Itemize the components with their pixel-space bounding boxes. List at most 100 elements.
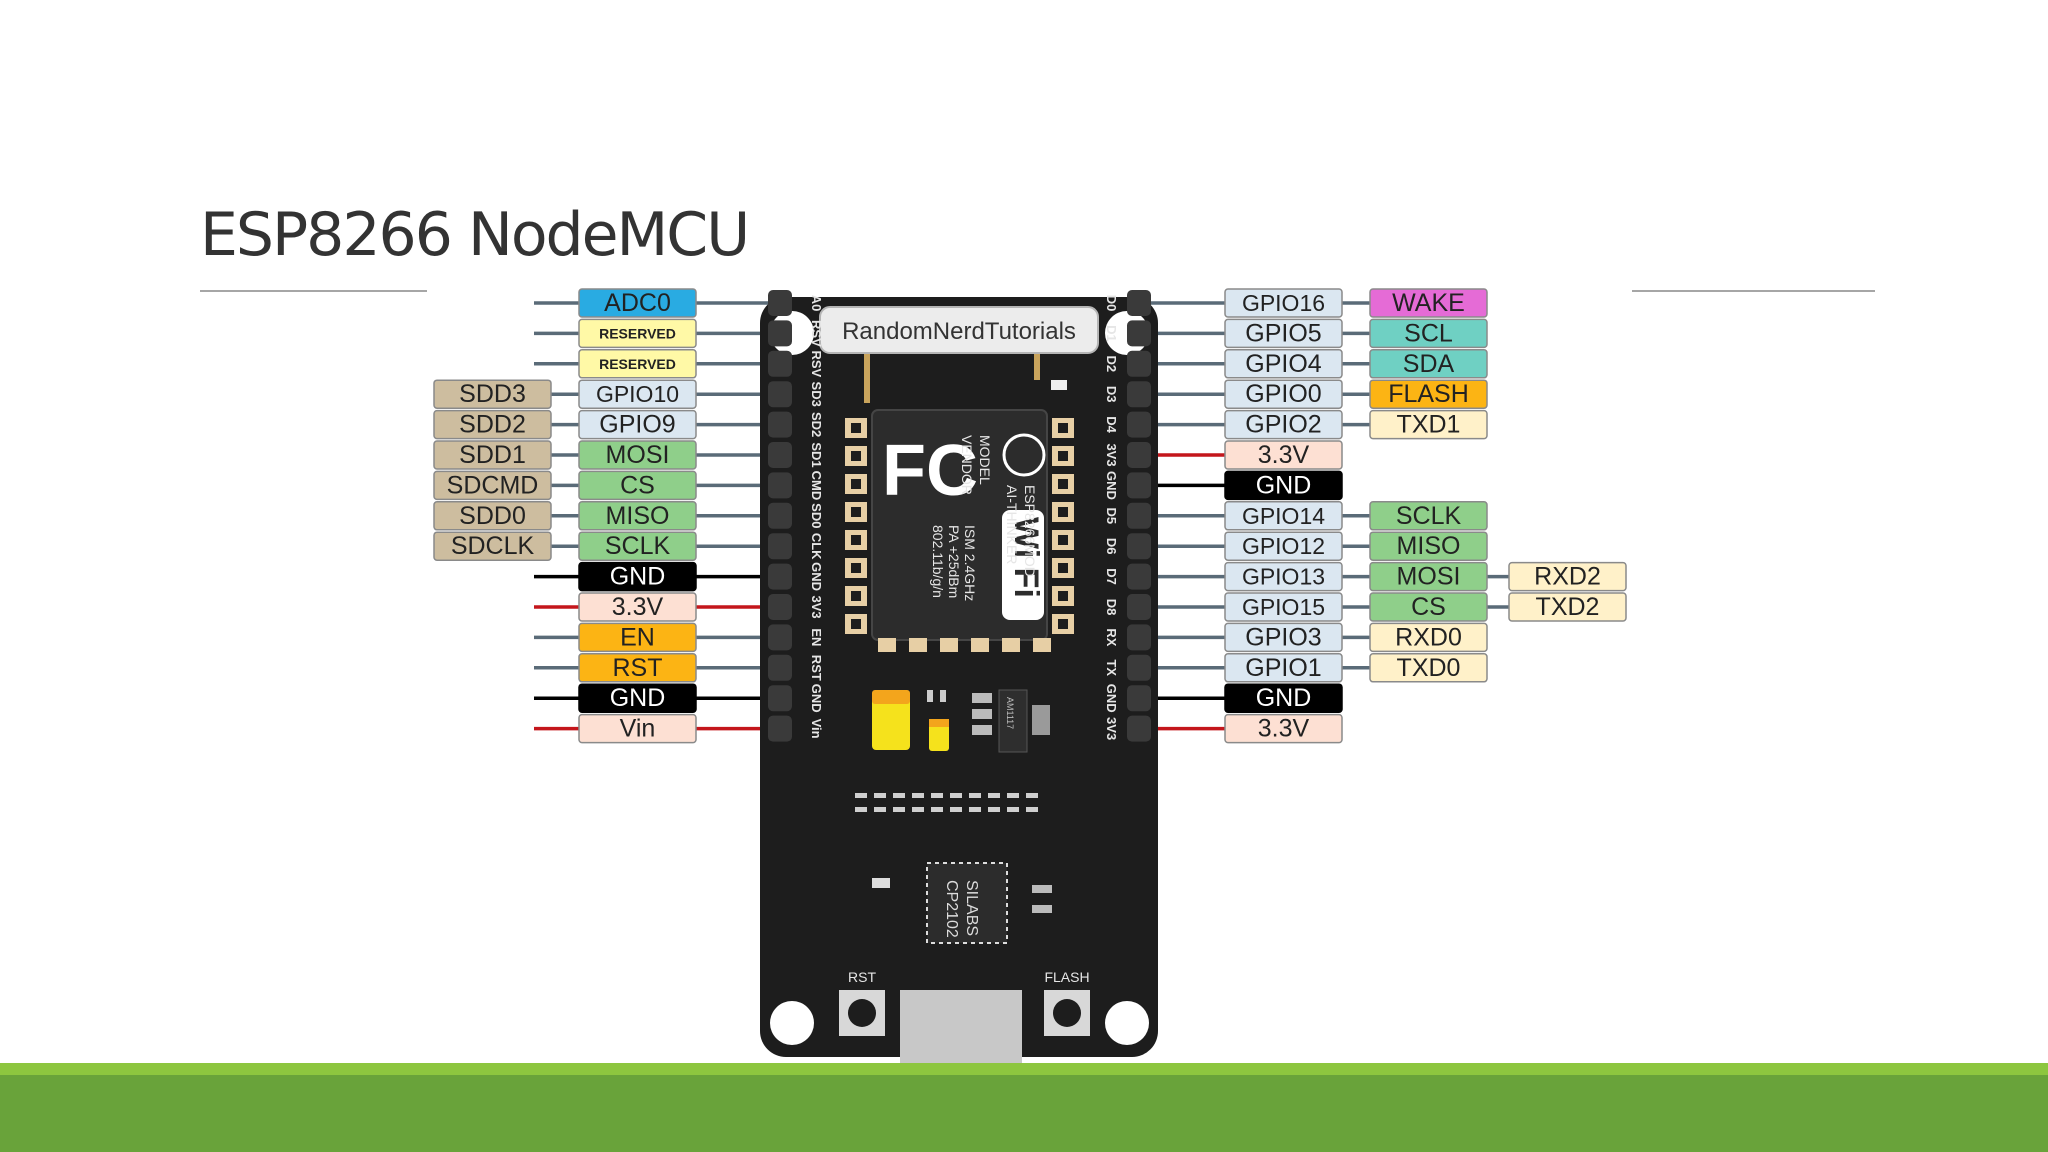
smd-transistor	[1032, 905, 1052, 913]
header-pin-left-4	[768, 411, 792, 438]
pin-right-14-0-text: 3.3V	[1258, 715, 1310, 743]
pin-left-11: EN	[578, 622, 697, 653]
silkscreen-left-10: 3V3	[809, 595, 824, 618]
module-bottom-pad	[1002, 638, 1020, 652]
module-text-5: ESP8266MOD	[1022, 485, 1038, 577]
silkscreen-left-7: SD0	[809, 503, 824, 528]
pin-left-outer-3-text: SDD3	[459, 380, 526, 408]
pin-right-14-0: 3.3V	[1224, 713, 1343, 744]
pin-right-7-0-box	[1224, 501, 1343, 531]
pin-right-10-2-text: TXD2	[1536, 593, 1600, 621]
slide-title: ESP8266 NodeMCU	[200, 200, 750, 270]
silkscreen-right-11: RX	[1104, 628, 1119, 646]
pin-right-2-1: SDA	[1369, 349, 1488, 379]
capacitor-small-band	[929, 719, 949, 727]
silkscreen-right-8: D6	[1104, 538, 1119, 555]
pin-left-outer-3: SDD3	[433, 379, 552, 409]
pin-left-6-box	[578, 470, 697, 501]
esp-module-castellations	[845, 418, 1074, 634]
castellation-hole	[1058, 423, 1068, 433]
pin-left-9-box	[578, 561, 697, 592]
flash-button-cap[interactable]	[1053, 999, 1081, 1027]
pin-left-3: GPIO10	[578, 379, 697, 409]
castellation-hole	[1058, 535, 1068, 545]
pin-left-8-text: SCLK	[605, 532, 671, 560]
pin-right-12-0-text: GPIO1	[1245, 654, 1321, 682]
pin-left-4: GPIO9	[578, 409, 697, 440]
header-pin-right-12	[1127, 654, 1151, 681]
pin-right-3-0: GPIO0	[1224, 379, 1343, 409]
pin-right-9-2-text: RXD2	[1534, 563, 1601, 591]
pin-left-outer-6: SDCMD	[433, 470, 552, 501]
cp2102-usb-chip	[926, 862, 1008, 944]
pin-right-2-0: GPIO4	[1224, 349, 1343, 379]
pin-left-outer-4-box	[433, 409, 552, 440]
pin-left-13-box	[578, 683, 697, 713]
pin-right-9-2-box	[1508, 561, 1627, 592]
rst-button-cap[interactable]	[848, 999, 876, 1027]
castellation-hole	[1058, 479, 1068, 489]
board-dash	[874, 793, 886, 798]
pin-right-0-1-box	[1369, 288, 1488, 318]
brand-badge	[819, 306, 1099, 354]
board-dash	[893, 793, 905, 798]
pin-left-outer-5-text: SDD1	[459, 441, 526, 469]
board-dashed-markings	[855, 793, 1038, 812]
pin-left-7-box	[578, 501, 697, 531]
pin-left-outer-8-text: SDCLK	[451, 532, 535, 560]
header-pin-right-11	[1127, 624, 1151, 651]
module-bottom-pad	[909, 638, 927, 652]
pin-right-1-0-box	[1224, 318, 1343, 349]
pin-right-8-0: GPIO12	[1224, 531, 1343, 561]
pin-left-14-box	[578, 713, 697, 744]
pin-left-3-box	[578, 379, 697, 409]
silkscreen-right-9: D7	[1104, 568, 1119, 585]
pin-left-11-text: EN	[620, 623, 655, 651]
pin-right-12-1-box	[1369, 653, 1488, 683]
pin-left-0: ADC0	[578, 288, 697, 318]
pin-right-0-1-text: WAKE	[1392, 289, 1465, 317]
board-dash	[855, 793, 867, 798]
castellation-hole	[851, 507, 861, 517]
header-pin-right-3	[1127, 381, 1151, 408]
silkscreen-right-12: TX	[1104, 659, 1119, 676]
module-text-2: ISM 2.4GHz	[962, 525, 978, 601]
pin-left-outer-3-box	[433, 379, 552, 409]
board-dash	[874, 807, 886, 812]
pin-left-outer-7-text: SDD0	[459, 502, 526, 530]
pin-right-2-1-text: SDA	[1403, 350, 1455, 378]
header-pin-left-7	[768, 502, 792, 529]
pin-right-1-0: GPIO5	[1224, 318, 1343, 349]
board-dash	[931, 793, 943, 798]
pin-right-9-0: GPIO13	[1224, 561, 1343, 592]
header-pin-left-10	[768, 594, 792, 620]
pin-left-2-text: RESERVED	[599, 356, 676, 372]
silkscreen-right-4: D4	[1104, 416, 1119, 433]
pin-right-8-0-box	[1224, 531, 1343, 561]
pin-right-9-1-box	[1369, 561, 1488, 592]
pin-left-5: MOSI	[578, 440, 697, 470]
pin-right-9-2: RXD2	[1508, 561, 1627, 592]
silkscreen-right-1: D1	[1104, 325, 1119, 342]
pin-left-0-box	[578, 288, 697, 318]
module-text-4: 802.11b/g/n	[930, 525, 946, 598]
pin-right-4-0-box	[1224, 409, 1343, 440]
smd-diode	[972, 693, 992, 703]
pin-right-1-0-text: GPIO5	[1245, 319, 1321, 347]
header-pin-right-13	[1127, 685, 1151, 712]
pin-left-4-box	[578, 409, 697, 440]
pin-right-0-0: GPIO16	[1224, 288, 1343, 318]
pin-right-7-0: GPIO14	[1224, 501, 1343, 531]
silkscreen-left-3: SD3	[809, 382, 824, 407]
module-text-0: MODEL	[977, 435, 993, 485]
pin-left-1-box	[578, 318, 697, 349]
header-pin-right-14	[1127, 715, 1151, 742]
pin-right-1-1: SCL	[1369, 318, 1488, 349]
board-dash	[969, 793, 981, 798]
header-pin-right-7	[1127, 502, 1151, 529]
pin-right-10-1-box	[1369, 592, 1488, 622]
silkscreen-left-8: CLK	[809, 533, 824, 560]
module-bottom-pad	[878, 638, 896, 652]
